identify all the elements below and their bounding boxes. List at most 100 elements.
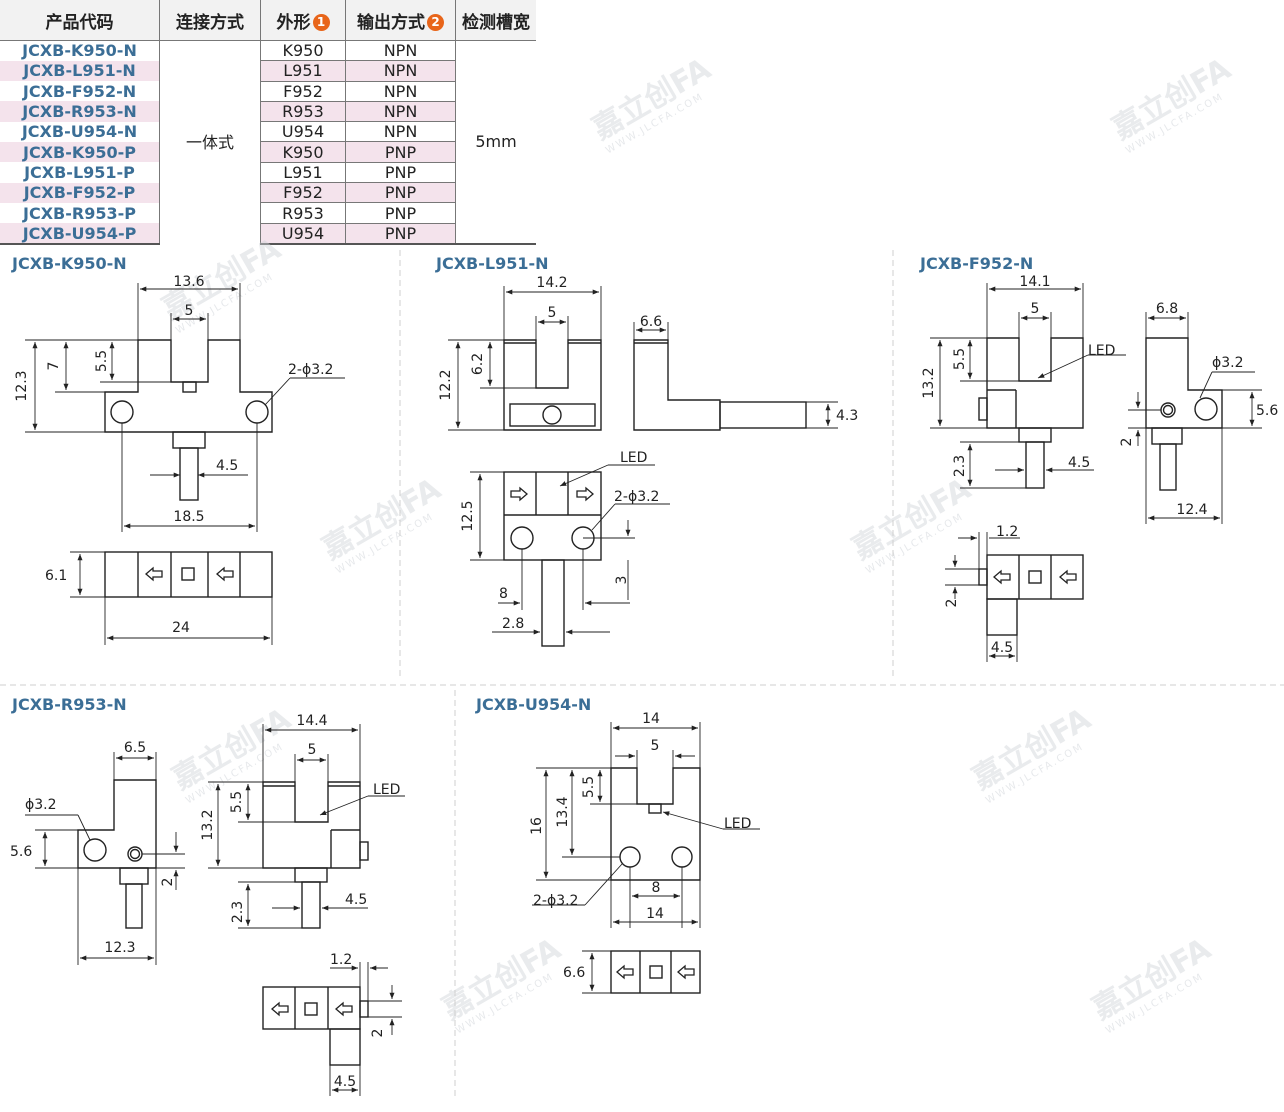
- dim-bottom-width: 4.5: [334, 1074, 356, 1090]
- drawing-title: JCXB-F952-N: [919, 254, 1033, 273]
- slot-cell: 5mm: [455, 40, 536, 245]
- row-code: JCXB-U954-P: [0, 223, 160, 245]
- dim-two: 2: [1119, 438, 1135, 447]
- table-row: JCXB-K950-N 一体式 K950 NPN 5mm: [0, 40, 536, 245]
- row-output: NPN: [345, 40, 456, 62]
- drawing-l951: JCXB-L951-N: [435, 254, 858, 647]
- dim-depth: 6.1: [45, 568, 67, 584]
- dim-cable: 2.8: [502, 616, 524, 632]
- dim-eight: 8: [499, 586, 508, 602]
- dim-cable-length: 2.3: [230, 901, 246, 923]
- dim-eight: 8: [652, 880, 661, 896]
- row-code: JCXB-F952-N: [0, 81, 160, 102]
- dim-slot-depth: 5.5: [581, 776, 597, 798]
- row-shape: U954: [260, 223, 346, 245]
- led-label: LED: [620, 450, 647, 466]
- row-shape: L951: [260, 162, 346, 184]
- row-shape: R953: [260, 202, 346, 224]
- row-shape: U954: [260, 121, 346, 143]
- dim-slot-depth: 5.5: [952, 348, 968, 370]
- row-code: JCXB-F952-P: [0, 182, 160, 203]
- dim-width: 14: [642, 711, 660, 727]
- row-code: JCXB-R953-N: [0, 101, 160, 122]
- dim-two: 2: [160, 878, 176, 887]
- row-code: JCXB-K950-N: [0, 40, 160, 61]
- row-shape: L951: [260, 60, 346, 82]
- table-row: JCXB-U954-N U954 NPN: [0, 121, 536, 143]
- row-output: PNP: [345, 202, 456, 224]
- dim-slot: 5: [308, 742, 317, 758]
- led-label: LED: [724, 816, 751, 832]
- dim-height: 13.2: [921, 367, 937, 398]
- dim-pitch: 14: [646, 906, 664, 922]
- dim-cable: 4.5: [345, 892, 367, 908]
- led-label: LED: [373, 782, 400, 798]
- dim-depth: 6.6: [563, 965, 585, 981]
- row-output: PNP: [345, 141, 456, 163]
- dim-pitch: 12.4: [1176, 502, 1207, 518]
- drawing-u954: JCXB-U954-N: [475, 695, 760, 994]
- dim-side-height: 5.6: [10, 844, 32, 860]
- row-shape: K950: [260, 141, 346, 163]
- row-code: JCXB-R953-P: [0, 202, 160, 224]
- section-separators: [0, 250, 1284, 1100]
- dim-holes: 2-ϕ3.2: [288, 362, 333, 378]
- dim-width: 13.6: [173, 274, 204, 290]
- dim-height: 12.3: [14, 370, 30, 401]
- table-row: JCXB-L951-P L951 PNP: [0, 162, 536, 184]
- header-connection: 连接方式: [159, 0, 261, 41]
- dim-width: 14.1: [1019, 274, 1050, 290]
- dim-bottom-two: 2: [370, 1029, 386, 1038]
- dim-width: 14.2: [536, 275, 567, 291]
- dim-length: 24: [172, 620, 190, 636]
- row-output: NPN: [345, 81, 456, 102]
- dim-height: 16: [529, 817, 545, 835]
- dim-led-width: 1.2: [330, 952, 352, 968]
- dim-side-width: 6.8: [1156, 301, 1178, 317]
- dim-slot-depth: 6.2: [470, 353, 486, 375]
- table-row: JCXB-R953-P R953 PNP: [0, 202, 536, 224]
- row-shape: F952: [260, 182, 346, 204]
- dim-hole: ϕ3.2: [1212, 355, 1244, 371]
- dim-side-height: 4.3: [836, 408, 858, 424]
- dim-pitch: 18.5: [173, 509, 204, 525]
- dim-side-height: 5.6: [1256, 403, 1278, 419]
- dim-slot-depth: 5.5: [94, 350, 110, 372]
- dim-cable-length: 2.3: [952, 455, 968, 477]
- dim-inner: 13.4: [555, 796, 571, 827]
- dim-width: 14.4: [296, 713, 327, 729]
- dim-three: 3: [614, 576, 630, 585]
- drawing-title: JCXB-K950-N: [11, 254, 127, 273]
- dim-body: 12.5: [460, 500, 476, 531]
- row-output: NPN: [345, 121, 456, 143]
- row-output: PNP: [345, 182, 456, 204]
- table-row: JCXB-F952-P F952 PNP: [0, 182, 536, 204]
- dim-slot: 5: [548, 305, 557, 321]
- drawing-title: JCXB-L951-N: [435, 254, 549, 273]
- drawing-f952: JCXB-F952-N: [919, 254, 1278, 662]
- row-shape: R953: [260, 101, 346, 123]
- row-output: NPN: [345, 60, 456, 82]
- row-code: JCXB-U954-N: [0, 121, 160, 142]
- drawing-k950: JCXB-K950-N: [11, 254, 345, 645]
- dim-led-width: 1.2: [996, 524, 1018, 540]
- table-row: JCXB-K950-P K950 PNP: [0, 141, 536, 163]
- dim-bottom-width: 4.5: [991, 640, 1013, 656]
- row-code: JCXB-L951-P: [0, 162, 160, 183]
- row-shape: F952: [260, 81, 346, 102]
- dim-seven: 7: [46, 362, 62, 371]
- connection-cell: 一体式: [159, 40, 261, 244]
- drawing-title: JCXB-R953-N: [11, 695, 127, 714]
- dim-holes: 2-ϕ3.2: [614, 489, 659, 505]
- dim-bottom-two: 2: [944, 599, 960, 608]
- row-shape: K950: [260, 40, 346, 62]
- dim-height: 13.2: [200, 809, 216, 840]
- table-row: JCXB-F952-N F952 NPN: [0, 81, 536, 102]
- table-row: JCXB-U954-P U954 PNP: [0, 223, 536, 245]
- led-label: LED: [1088, 343, 1115, 359]
